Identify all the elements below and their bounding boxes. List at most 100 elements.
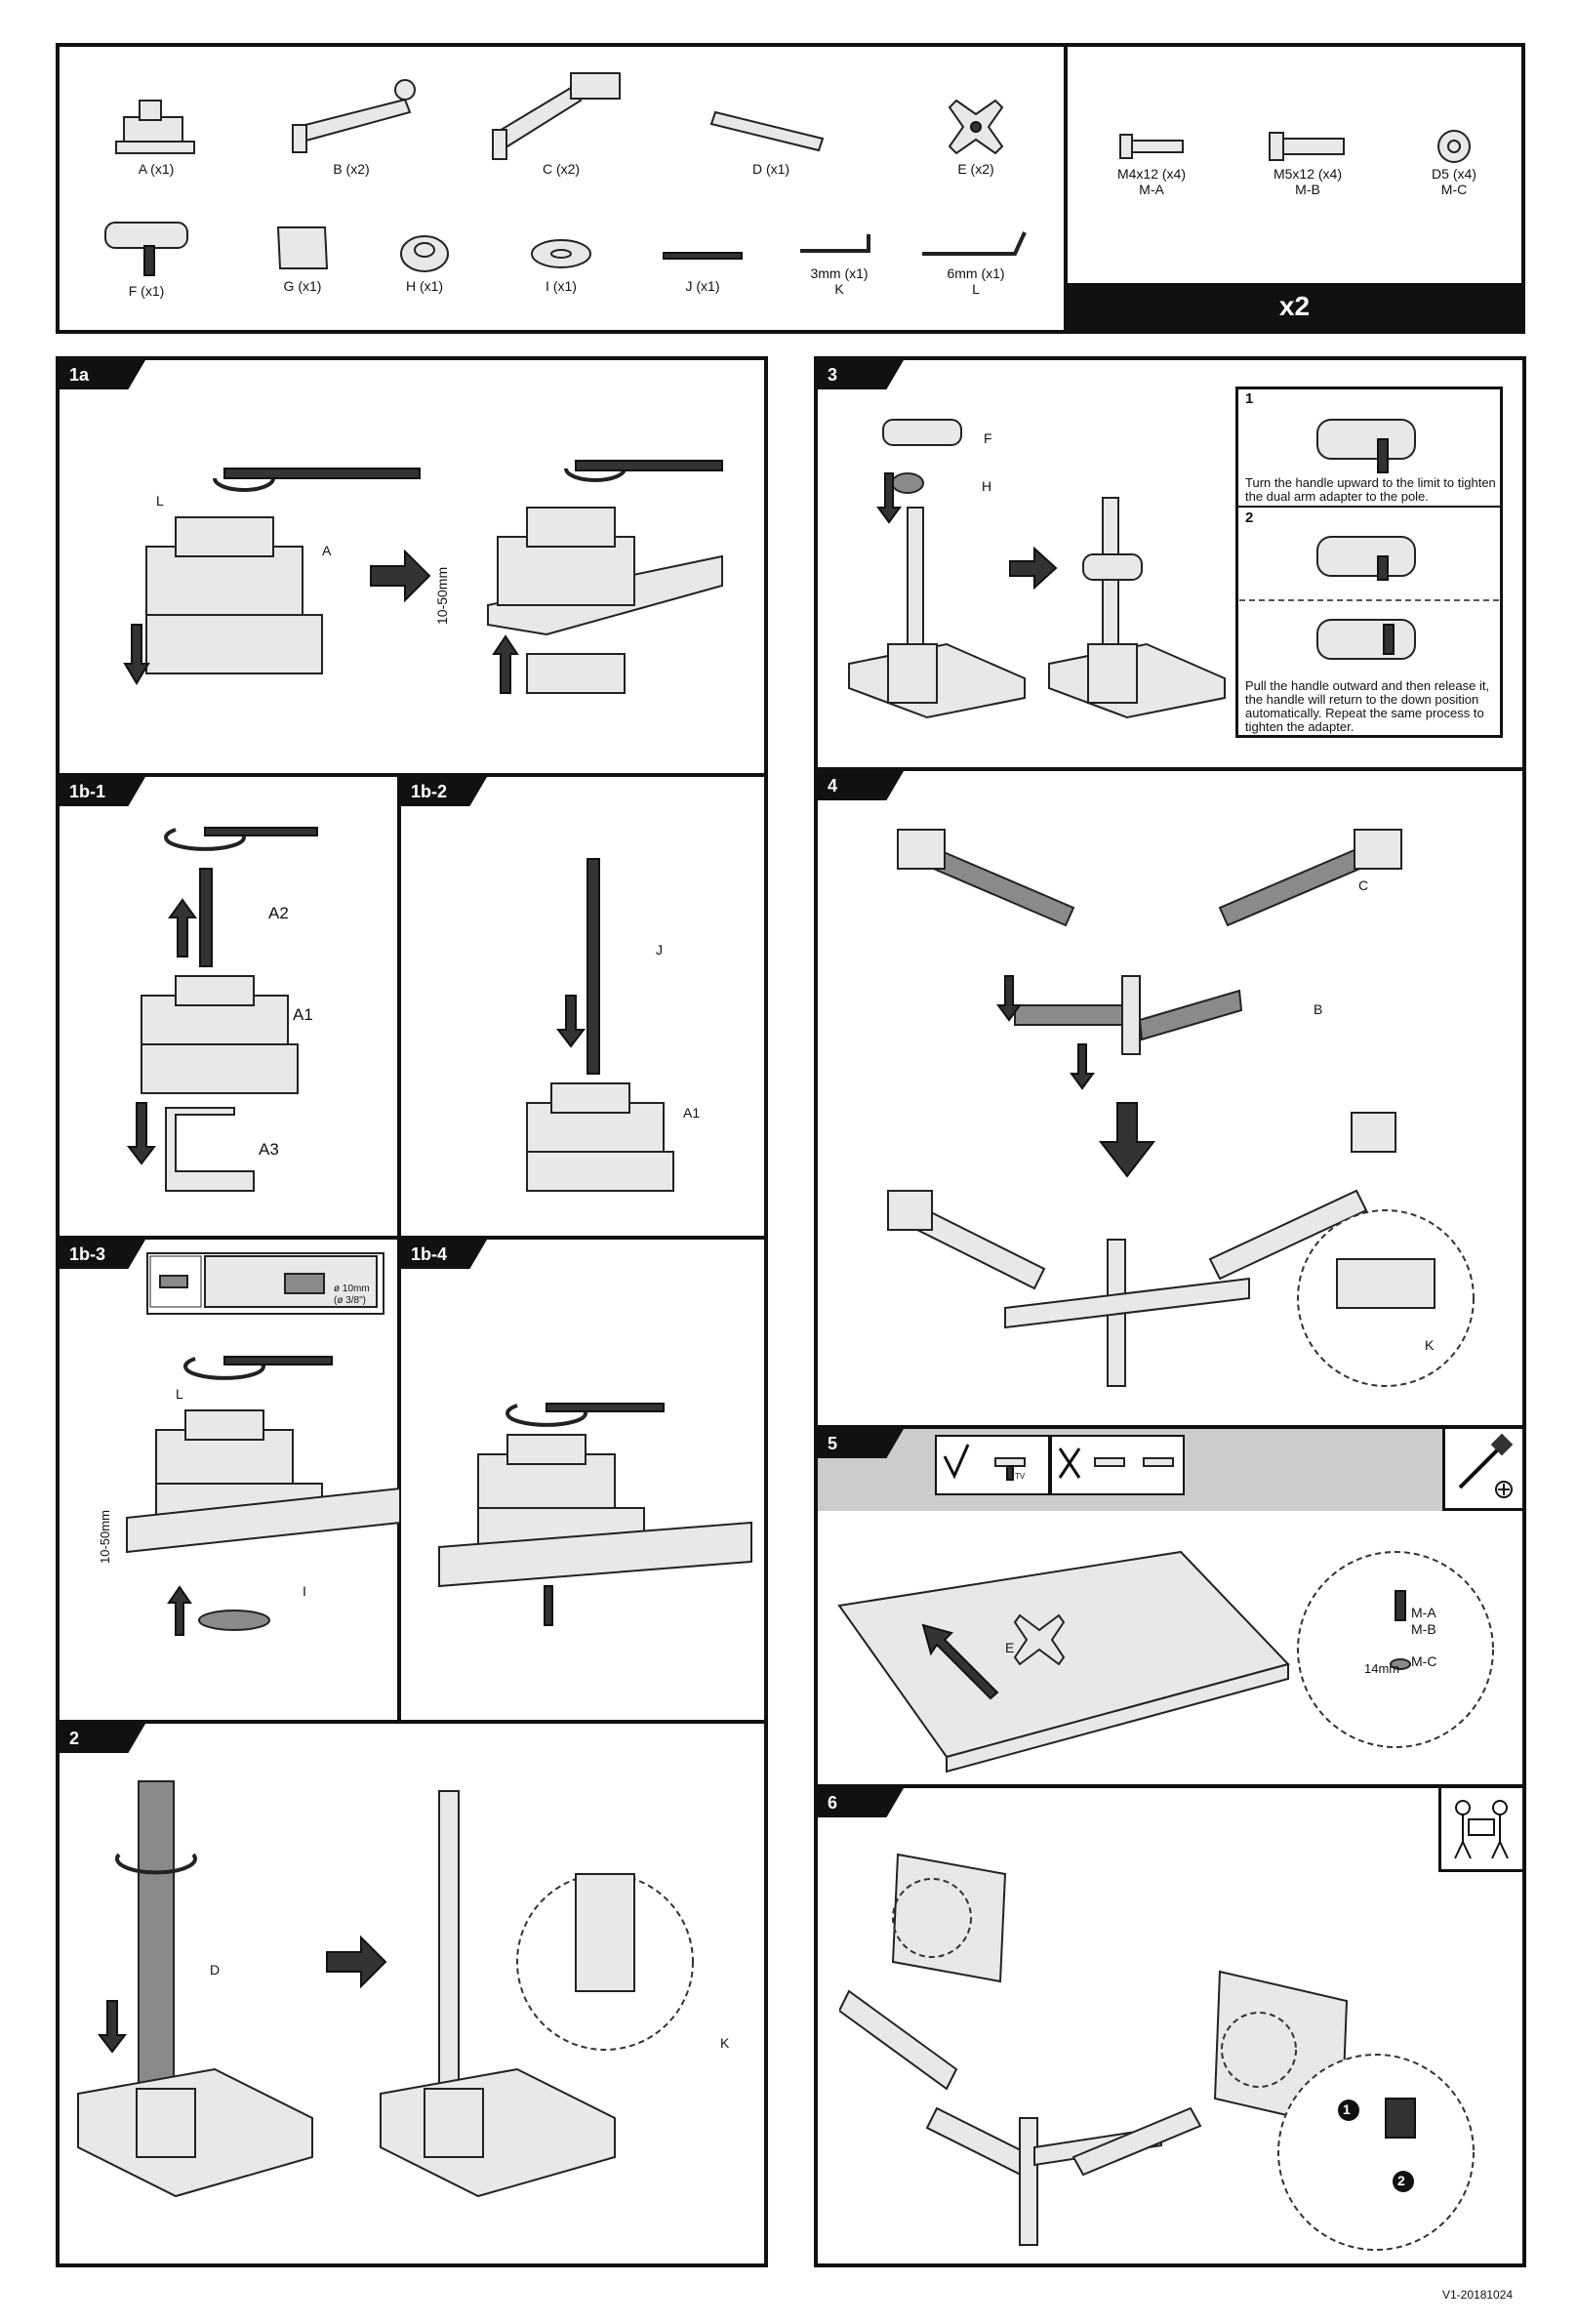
part-label: D (x1) bbox=[751, 161, 790, 177]
washer-icon bbox=[1437, 130, 1471, 163]
clamp-base-after bbox=[487, 460, 723, 694]
arrow-down-icon bbox=[555, 995, 586, 1048]
drill-size: ø 10mm bbox=[334, 1284, 370, 1294]
part-j-image bbox=[663, 252, 743, 260]
substep-1-text: Turn the handle upward to the limit to t… bbox=[1245, 475, 1496, 504]
callout-i: I bbox=[303, 1583, 306, 1599]
part-label: D5 (x4) M-C bbox=[1432, 166, 1476, 197]
part-a-image bbox=[115, 100, 195, 154]
step-tag-1b-3: 1b-3 bbox=[60, 1240, 145, 1269]
part-label: E (x2) bbox=[957, 161, 994, 177]
part-c: C (x2) bbox=[478, 63, 644, 177]
drill-inset bbox=[146, 1252, 384, 1315]
divider-5 bbox=[814, 1784, 1526, 1788]
step-1b2-illustration bbox=[526, 858, 674, 1192]
callout-d: D bbox=[210, 1962, 221, 1977]
hardware-qty-bar bbox=[1068, 283, 1521, 330]
arrow-down-icon bbox=[996, 975, 1022, 1022]
substep-2-number: 2 bbox=[1245, 510, 1254, 526]
range-label: 10-50mm bbox=[98, 1510, 112, 1564]
divider-3 bbox=[814, 767, 1526, 771]
arrow-down-big-icon bbox=[1098, 1102, 1156, 1178]
substep-2-text: Pull the handle outward and then release… bbox=[1245, 678, 1490, 734]
part-h: H (x1) bbox=[376, 224, 473, 294]
part-label: M4x12 (x4) M-A bbox=[1116, 166, 1187, 197]
divider-vertical-1b bbox=[397, 773, 401, 1722]
drill-size-inch: (ø 3/8") bbox=[334, 1295, 366, 1306]
step-tag-6: 6 bbox=[818, 1788, 904, 1817]
rotate-icon bbox=[505, 1404, 587, 1427]
callout-j: J bbox=[656, 942, 663, 958]
part-label: F (x1) bbox=[128, 283, 165, 299]
callout-e: E bbox=[1005, 1640, 1015, 1655]
screw-icon bbox=[1269, 132, 1345, 161]
screw-icon bbox=[1119, 134, 1184, 159]
part-e: E (x2) bbox=[917, 93, 1034, 177]
detail-circle bbox=[892, 1878, 972, 1958]
part-f-image bbox=[104, 222, 188, 276]
step-3-illustration bbox=[848, 419, 1226, 719]
part-h-image bbox=[400, 235, 449, 272]
part-label: 3mm (x1) K bbox=[810, 265, 869, 297]
range-label: 10-50mm bbox=[434, 566, 450, 625]
rotate-icon bbox=[164, 828, 246, 851]
divider-1a bbox=[56, 773, 768, 777]
callout-m-a: M-A bbox=[1411, 1605, 1436, 1620]
divider-1b3 bbox=[56, 1720, 768, 1724]
callout-a1: A1 bbox=[683, 1105, 701, 1121]
substep-2-image-a bbox=[1316, 536, 1416, 581]
callout-b: B bbox=[1314, 1001, 1323, 1017]
callout-k: K bbox=[720, 2035, 730, 2051]
part-j: J (x1) bbox=[649, 234, 756, 294]
arrow-right-icon bbox=[370, 549, 431, 603]
part-d-image bbox=[709, 110, 825, 152]
two-person-icon bbox=[1454, 1800, 1509, 1859]
part-f: F (x1) bbox=[88, 213, 205, 299]
wrong-mount-box bbox=[1050, 1435, 1185, 1495]
step-tag-5: 5 bbox=[818, 1429, 904, 1458]
step-1b4-illustration bbox=[438, 1403, 752, 1626]
callout-c: C bbox=[1358, 877, 1369, 893]
callout-f: F bbox=[984, 430, 992, 446]
arrow-down-icon bbox=[876, 472, 902, 524]
step-4-illustration bbox=[887, 829, 1475, 1387]
rotate-icon bbox=[115, 1853, 197, 1875]
step-tag-1b-4: 1b-4 bbox=[401, 1240, 487, 1269]
step-1b1-illustration bbox=[126, 827, 318, 1192]
tv-label: TV bbox=[1015, 1472, 1026, 1481]
arrow-down-icon bbox=[126, 1102, 157, 1165]
part-l-image bbox=[922, 231, 1027, 256]
callout-k: K bbox=[1425, 1337, 1435, 1353]
arrow-up-icon bbox=[167, 1585, 192, 1636]
part-e-image bbox=[948, 99, 1004, 155]
check-icon bbox=[943, 1444, 1026, 1481]
part-label: C (x2) bbox=[542, 161, 581, 177]
part-k: 3mm (x1) K bbox=[781, 226, 898, 297]
callout-a3: A3 bbox=[259, 1140, 279, 1159]
arrow-down-icon bbox=[123, 624, 150, 685]
part-label: M5x12 (x4) M-B bbox=[1273, 166, 1343, 197]
part-label: H (x1) bbox=[405, 278, 444, 294]
divider-1b bbox=[56, 1236, 768, 1240]
part-label: B (x2) bbox=[333, 161, 370, 177]
part-b-image bbox=[292, 79, 416, 153]
rotate-icon bbox=[183, 1357, 265, 1380]
callout-m-b: M-B bbox=[1411, 1621, 1436, 1637]
marker-2: 2 bbox=[1397, 2173, 1405, 2188]
part-i: I (x1) bbox=[512, 229, 610, 294]
screwdriver-icon bbox=[1458, 1433, 1514, 1498]
substep-1-number: 1 bbox=[1245, 390, 1254, 407]
correct-mount-box bbox=[935, 1435, 1050, 1495]
divider-4 bbox=[814, 1425, 1526, 1429]
hardware-m-c: D5 (x4) M-C bbox=[1395, 127, 1513, 197]
step-3-substeps-box bbox=[1235, 387, 1503, 738]
callout-a2: A2 bbox=[268, 904, 289, 922]
part-k-image bbox=[800, 234, 870, 253]
part-label: G (x1) bbox=[283, 278, 322, 294]
callout-m-c: M-C bbox=[1411, 1653, 1437, 1669]
version-code: V1-20181024 bbox=[1442, 2288, 1514, 2302]
part-label: I (x1) bbox=[546, 278, 577, 294]
callout-a1: A1 bbox=[293, 1005, 313, 1024]
marker-1-bg bbox=[1338, 2100, 1359, 2121]
step-tag-2: 2 bbox=[60, 1724, 145, 1753]
